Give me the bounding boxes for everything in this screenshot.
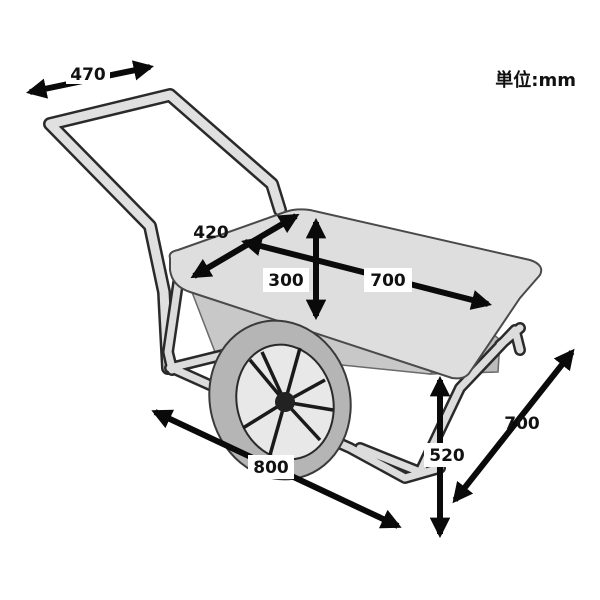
unit-label: 単位:mm <box>495 69 576 91</box>
label-box-height: 300 <box>268 271 304 291</box>
label-box-depth: 420 <box>193 223 229 243</box>
label-overall-height: 520 <box>429 446 465 466</box>
label-overall-length: 800 <box>253 458 289 478</box>
label-box-length: 700 <box>370 271 406 291</box>
arrow-overall-width <box>452 348 575 504</box>
label-handle-width: 470 <box>70 65 106 85</box>
label-overall-width: 700 <box>504 414 540 434</box>
